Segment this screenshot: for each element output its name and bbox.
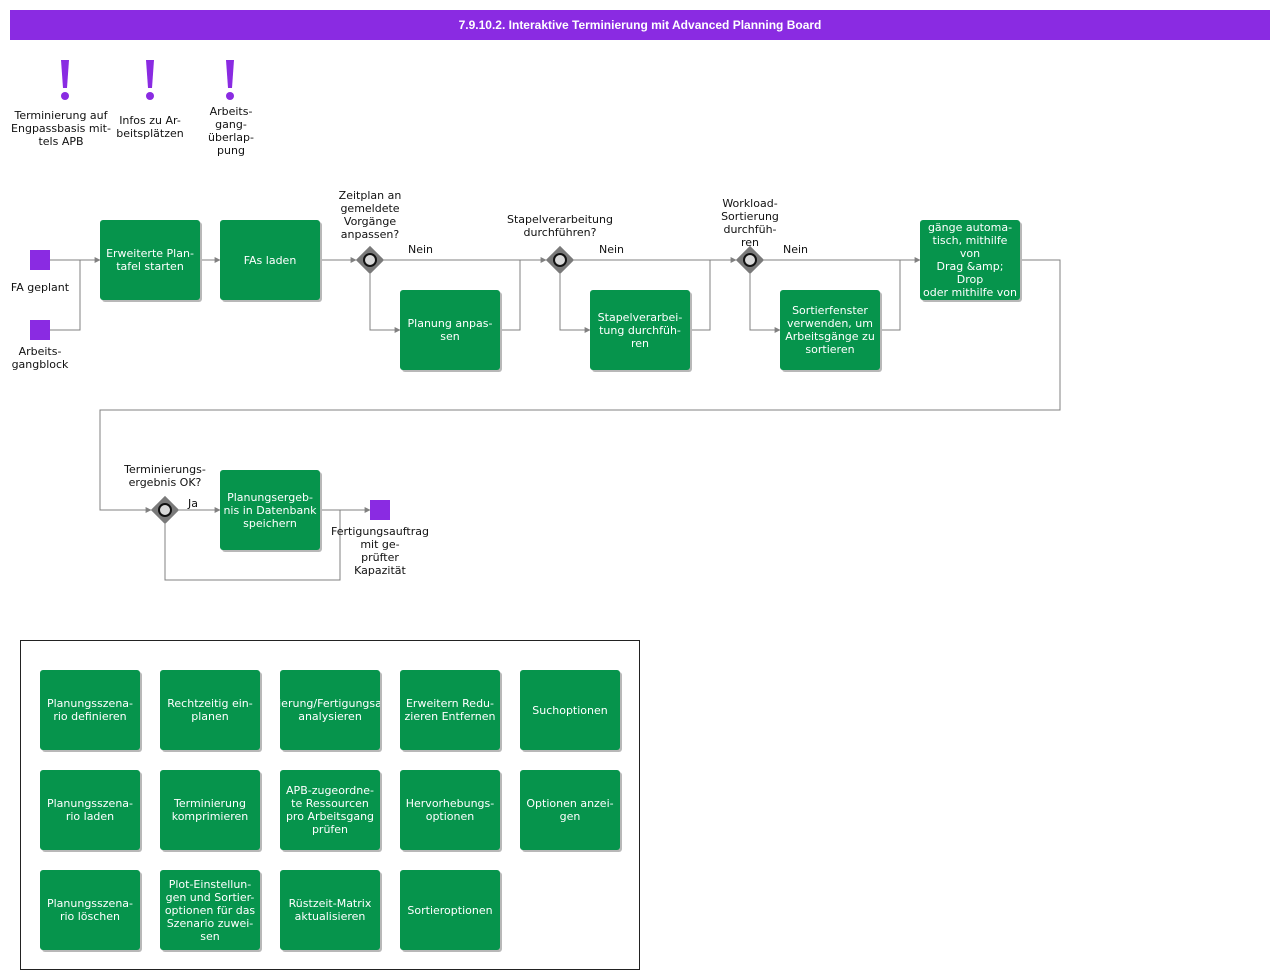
gateway-g4 (150, 495, 180, 525)
legend-item[interactable]: Rechtzeitig ein- planen (160, 670, 260, 750)
exclamation-icon (61, 60, 69, 100)
legend-item[interactable]: Planungsszena- rio löschen (40, 870, 140, 950)
edge-sortier-fadrag (880, 260, 901, 331)
gateway-g3 (735, 245, 765, 275)
legend-item[interactable]: Rüstzeit-Matrix aktualisieren (280, 870, 380, 950)
gateway-label: Zeitplan an gemeldete Vorgänge anpassen? (338, 189, 402, 241)
legend-item[interactable]: Hervorhebungs- optionen (400, 770, 500, 850)
start-event-fa-geplant (30, 250, 50, 270)
start-event-arbeitsgangblock (30, 320, 50, 340)
legend-item[interactable]: Suchoptionen (520, 670, 620, 750)
edge-g2-stapel (559, 274, 591, 333)
step-stapelverarbeitung[interactable]: Stapelverarbei- tung durchfüh- ren (590, 290, 690, 370)
end-event (370, 500, 390, 520)
step-plantafel-starten[interactable]: Erweiterte Plan- tafel starten (100, 220, 200, 300)
exclamation-icon (226, 60, 234, 100)
diagram-title: 7.9.10.2. Interaktive Terminierung mit A… (10, 10, 1270, 40)
edge-g4-loop (164, 510, 341, 581)
step-fas-laden[interactable]: FAs laden (220, 220, 320, 300)
legend-item[interactable]: Planungsszena- rio laden (40, 770, 140, 850)
edge-planung-g2 (500, 260, 521, 331)
gateway-label: Workload- Sortierung durchfüh- ren (721, 197, 779, 249)
edge-label-nein: Nein (599, 243, 625, 256)
gateway-g1 (355, 245, 385, 275)
event-label: Arbeits- gangblock (11, 345, 69, 371)
event-label: FA geplant (10, 281, 70, 294)
legend-item[interactable]: Erweitern Redu- zieren Entfernen (400, 670, 500, 750)
edge-label-nein: Nein (408, 243, 434, 256)
legend-item[interactable]: ierung/Fertigungsa analysieren (280, 670, 380, 750)
gateway-g2 (545, 245, 575, 275)
legend-item[interactable]: APB-zugeordne- te Ressourcen pro Arbeits… (280, 770, 380, 850)
note-label: Arbeits- gang- überlap- pung (208, 105, 254, 157)
legend-item[interactable]: Optionen anzei- gen (520, 770, 620, 850)
edge-stapel-g3 (690, 260, 711, 331)
note-label: Infos zu Ar- beitsplätzen (116, 114, 184, 140)
event-label: Fertigungsauftrag mit ge- prüfter Kapazi… (331, 525, 429, 577)
legend-item[interactable]: Plot-Einstellun- gen und Sortier- option… (160, 870, 260, 950)
step-planung-anpassen[interactable]: Planung anpas- sen (400, 290, 500, 370)
edge-label-nein: Nein (783, 243, 809, 256)
edge-fadrag-g4 (99, 259, 1061, 513)
edge-arbeitsgangblock (50, 260, 81, 331)
note-label: Terminierung auf Engpassbasis mit- tels … (11, 109, 111, 148)
legend-item[interactable]: Sortieroptionen (400, 870, 500, 950)
step-planungsergebnis-speichern[interactable]: Planungsergeb- nis in Datenbank speicher… (220, 470, 320, 550)
step-sortierfenster[interactable]: Sortierfenster verwenden, um Arbeitsgäng… (780, 290, 880, 370)
step-fa-drag-drop[interactable]: FA oder Arbeits- gänge automa- tisch, mi… (920, 220, 1020, 300)
gateway-label: Stapelverarbeitung durchführen? (507, 213, 613, 239)
gateway-label: Terminierungs- ergebnis OK? (124, 463, 206, 489)
function-legend-frame (20, 640, 640, 970)
exclamation-icon (146, 60, 154, 100)
edge-g1-planung (369, 274, 401, 333)
edge-label-ja: Ja (188, 497, 198, 510)
legend-item[interactable]: Terminierung komprimieren (160, 770, 260, 850)
edge-g3-sortier (749, 274, 781, 333)
legend-item[interactable]: Planungsszena- rio definieren (40, 670, 140, 750)
